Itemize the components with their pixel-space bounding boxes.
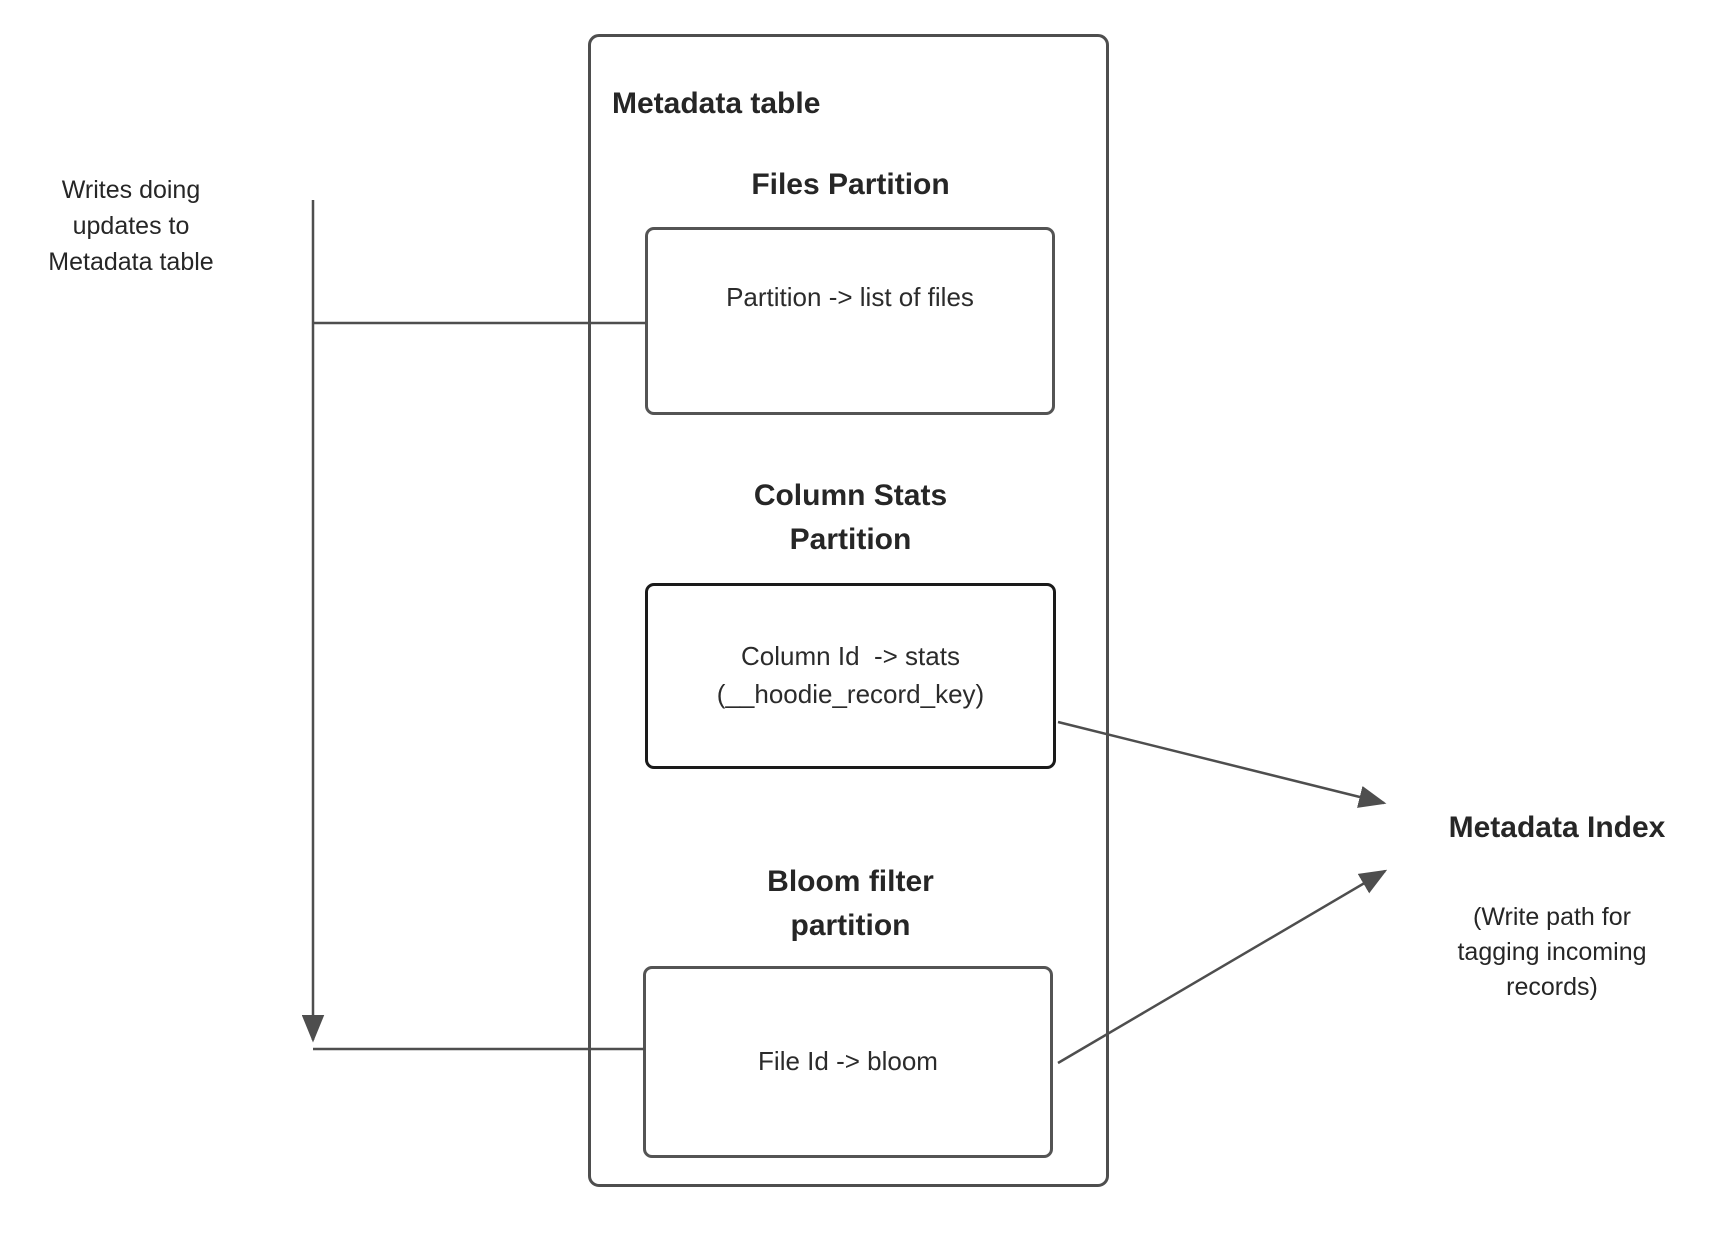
bloom-filter-heading: Bloom filter partition [645,860,1056,947]
files-partition-box-text: Partition -> list of files [726,282,974,313]
bloom-filter-box-text: File Id -> bloom [758,1046,938,1077]
writes-note: Writes doing updates to Metadata table [48,176,214,276]
files-partition-heading-label: Files Partition [751,168,950,201]
files-partition-heading: Files Partition [645,163,1056,207]
bloom-filter-box: File Id -> bloom [643,966,1053,1158]
metadata-index-subtitle: (Write path for tagging incoming records… [1457,903,1647,1001]
column-stats-box-text-line1: Column Id -> stats [741,641,960,672]
column-stats-heading-label: Column Stats Partition [753,479,948,556]
column-stats-box: Column Id -> stats (__hoodie_record_key) [645,583,1056,769]
bloom-filter-heading-label: Bloom filter partition [767,865,934,942]
column-stats-box-text-line2: (__hoodie_record_key) [716,679,985,709]
column-stats-heading: Column Stats Partition [645,474,1056,561]
metadata-index-title: Metadata Index [1448,811,1666,844]
metadata-table-title: Metadata table [612,87,821,120]
files-partition-box: Partition -> list of files [645,227,1055,415]
